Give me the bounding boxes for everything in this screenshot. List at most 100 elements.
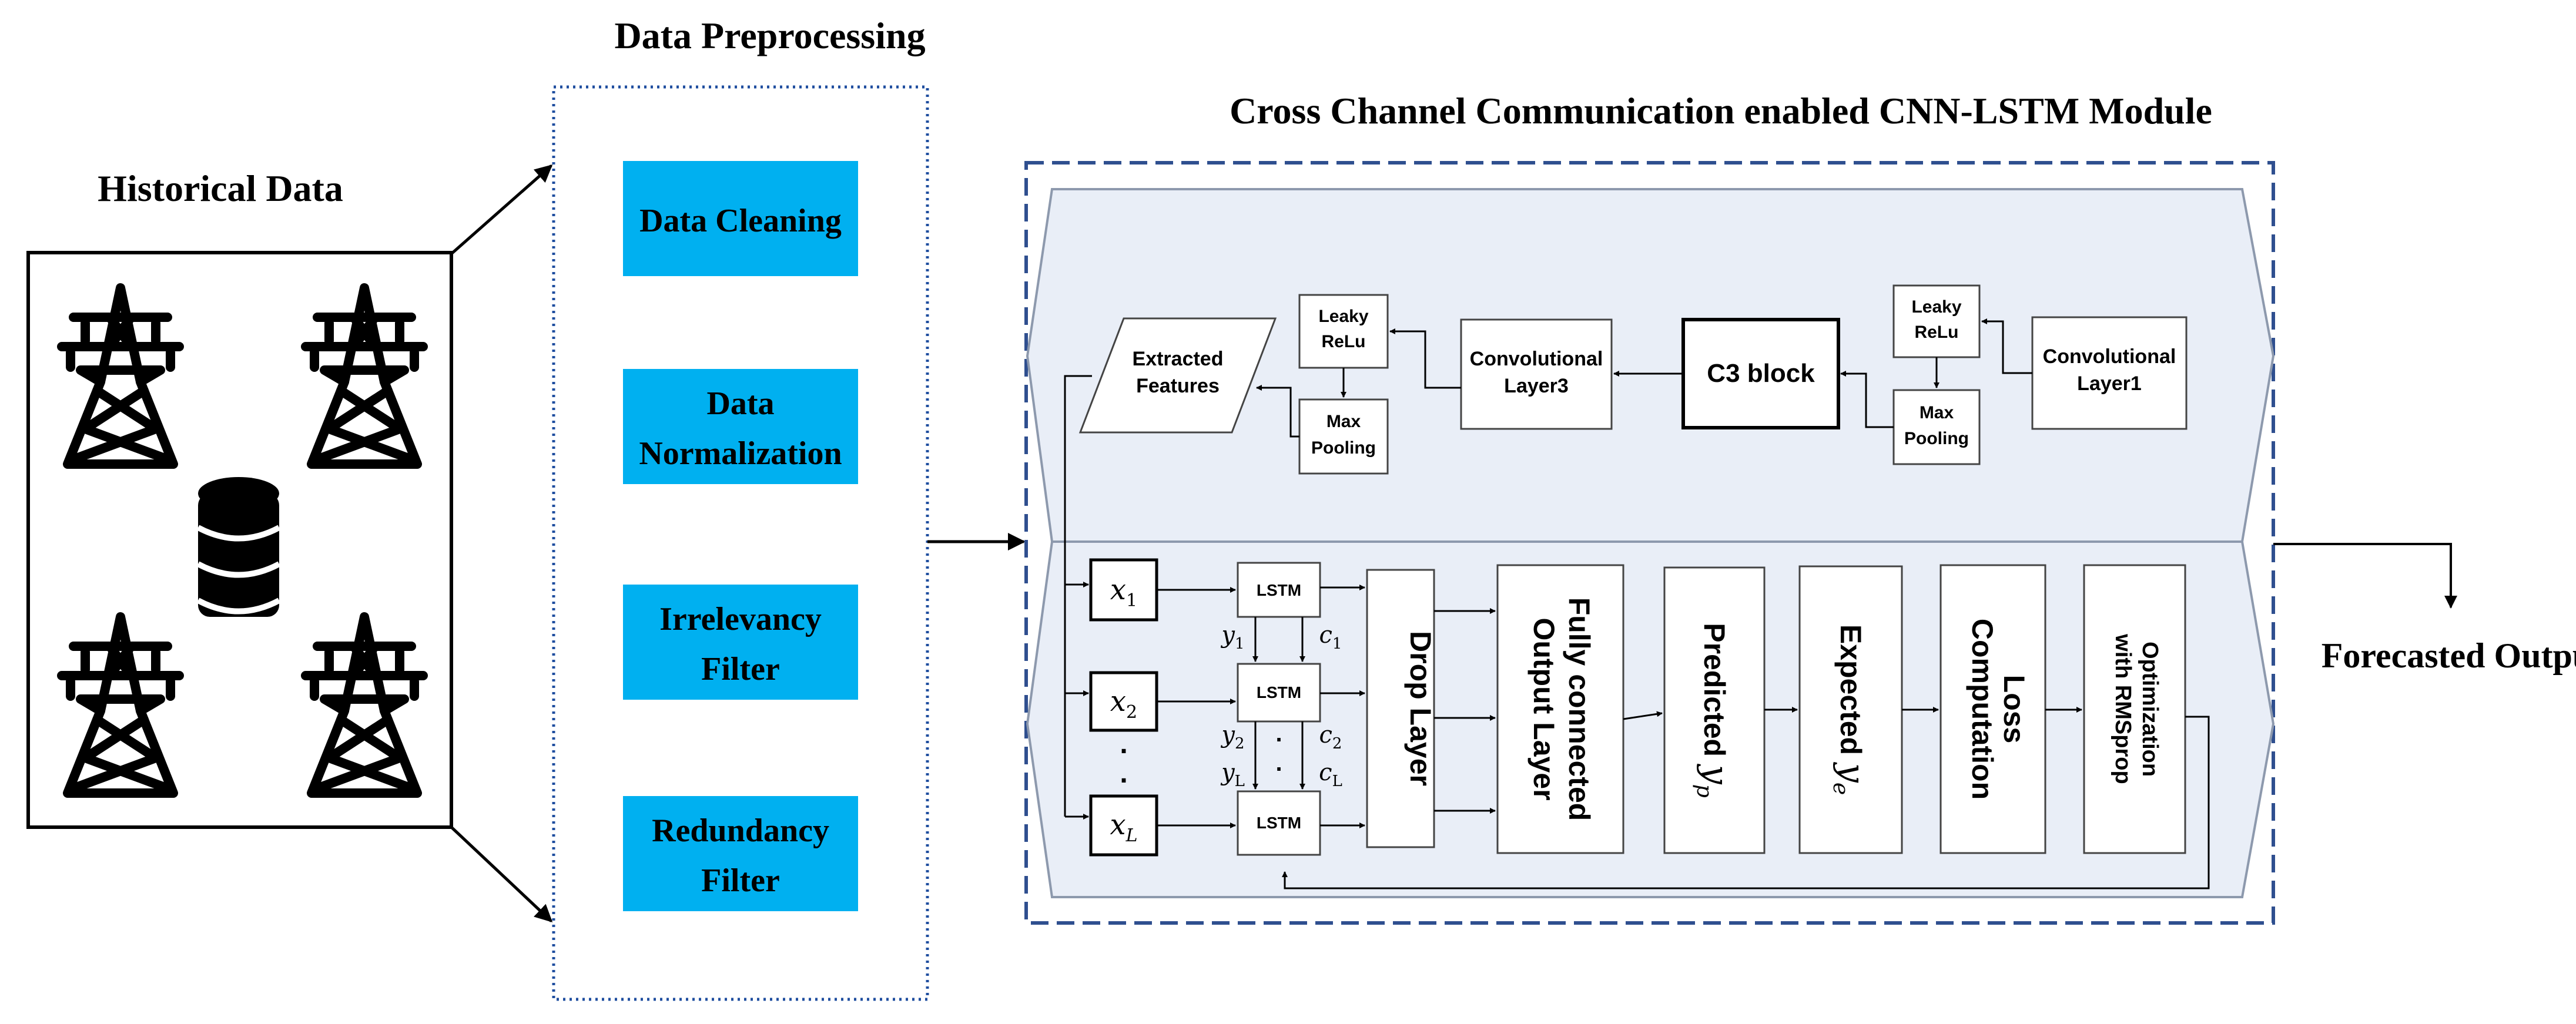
leaky-relu-1: Leaky ReLu	[1892, 284, 1981, 358]
math-subscript: p	[1692, 784, 1716, 798]
math-symbol: x	[1110, 685, 1126, 718]
conv-layer3: Convolutional Layer3	[1460, 318, 1613, 430]
math-symbol: y	[1220, 759, 1235, 786]
pipeline-connectors	[1282, 608, 2210, 889]
max-pooling-label: Pooling	[1311, 438, 1376, 458]
step-data-normalization: Data Normalization	[623, 369, 858, 484]
step-label: Filter	[701, 862, 780, 899]
leaky-relu-2: Leaky ReLu	[1298, 294, 1389, 369]
predicted-label: Predicted	[1698, 623, 1731, 765]
lstm-cell-2: LSTM	[1237, 663, 1321, 723]
input-x1: x1	[1089, 558, 1158, 622]
step-label: Redundancy	[652, 813, 829, 849]
math-subscript: 2	[1235, 735, 1245, 753]
svg-text:xL: xL	[1110, 808, 1138, 846]
max-pooling-2: Max Pooling	[1298, 398, 1389, 475]
math-subscript: L	[1235, 773, 1245, 790]
ellipsis: .	[1120, 728, 1127, 760]
input-xL: xL	[1089, 794, 1158, 857]
math-subscript: 1	[1235, 635, 1245, 653]
lstm-connectors	[1157, 585, 1365, 828]
step-label: Filter	[701, 651, 780, 687]
arrow-to-preprocessing-top	[450, 164, 553, 255]
math-symbol: c	[1319, 622, 1332, 649]
max-pooling-1: Max Pooling	[1892, 389, 1981, 465]
svg-text:x1: x1	[1110, 573, 1137, 611]
arrow-to-preprocessing-bottom	[450, 826, 553, 923]
math-symbol: y	[1220, 622, 1235, 649]
step-label: Normalization	[639, 435, 842, 472]
extracted-features-label: Extracted	[1133, 348, 1224, 370]
preprocessing-title: Data Preprocessing	[614, 15, 925, 56]
lstm-cell-1: LSTM	[1237, 562, 1321, 618]
svg-text:c2: c2	[1319, 721, 1342, 753]
math-symbol: y	[1220, 721, 1235, 748]
extracted-features: Extracted Features	[1078, 317, 1277, 434]
svg-text:Expected ye: Expected ye	[1828, 625, 1872, 795]
expected-output: Expected ye	[1798, 565, 1903, 854]
optim-label: with RMSprop	[2111, 633, 2135, 784]
step-redundancy-filter: Redundancy Filter	[623, 796, 858, 911]
svg-text:c1: c1	[1319, 622, 1342, 653]
ellipsis: .	[1120, 758, 1127, 789]
step-label: Data Cleaning	[639, 203, 842, 239]
svg-text:cL: cL	[1319, 759, 1342, 790]
fc-layer-label: Output Layer	[1527, 617, 1560, 800]
drop-layer: Drop Layer	[1366, 569, 1437, 848]
expected-label: Expected	[1834, 625, 1867, 763]
leaky-relu-label: Leaky	[1318, 307, 1368, 326]
math-symbol: c	[1319, 721, 1332, 748]
module-title: Cross Channel Communication enabled CNN-…	[1230, 90, 2212, 132]
c3-block-label: C3 block	[1707, 359, 1815, 388]
drop-layer-label: Drop Layer	[1404, 631, 1437, 786]
ellipsis: .	[1275, 721, 1282, 747]
leaky-relu-label: ReLu	[1322, 332, 1366, 351]
svg-text:x2: x2	[1110, 685, 1137, 723]
max-pooling-label: Max	[1326, 412, 1361, 431]
historical-title: Historical Data	[98, 167, 343, 209]
ellipsis: .	[1275, 750, 1282, 776]
math-symbol: y	[1833, 761, 1872, 783]
input-x2: x2	[1089, 671, 1158, 732]
math-subscript: e	[1828, 783, 1853, 795]
loss-label: Computation	[1966, 619, 1999, 800]
extracted-features-label: Features	[1136, 375, 1220, 397]
lstm-cell-label: LSTM	[1257, 683, 1301, 701]
lstm-cell-label: LSTM	[1257, 814, 1301, 832]
leaky-relu-label: Leaky	[1911, 297, 1961, 317]
math-subscript: 2	[1332, 735, 1342, 753]
svg-text:y2: y2	[1220, 721, 1244, 753]
arrow-to-output	[2273, 543, 2457, 609]
leaky-relu-label: ReLu	[1915, 323, 1959, 342]
fc-layer-label: Fully connected	[1563, 597, 1596, 821]
conv-layer1-label: Convolutional	[2043, 345, 2176, 368]
conv-layer1: Convolutional Layer1	[2031, 316, 2188, 430]
loss-label: Loss	[1998, 675, 2031, 744]
forecasted-output-label: Forecasted Output	[2322, 636, 2576, 675]
math-subscript: 1	[1332, 635, 1342, 653]
math-symbol: c	[1319, 759, 1332, 786]
math-symbol: x	[1110, 808, 1126, 841]
loss-computation: Loss Computation	[1939, 564, 2046, 854]
lstm-cell-L: LSTM	[1237, 790, 1321, 856]
predicted-output: Predicted yp	[1663, 566, 1766, 854]
max-pooling-label: Pooling	[1904, 429, 1969, 448]
cnn-connectors	[1064, 318, 2032, 820]
step-label: Irrelevancy	[659, 601, 822, 637]
step-data-cleaning: Data Cleaning	[623, 161, 858, 276]
math-symbol: x	[1110, 573, 1126, 606]
conv-layer3-label: Layer3	[1504, 375, 1569, 397]
math-subscript: L	[1332, 773, 1342, 790]
svg-text:y1: y1	[1220, 622, 1244, 653]
max-pooling-label: Max	[1920, 403, 1954, 422]
math-subscript: 2	[1126, 702, 1137, 723]
c3-block: C3 block	[1681, 318, 1840, 429]
fully-connected-output-layer: Fully connected Output Layer	[1496, 564, 1624, 854]
math-symbol: y	[1696, 763, 1736, 785]
conv-layer3-label: Convolutional	[1470, 348, 1603, 370]
optim-label: Optimization	[2138, 642, 2162, 777]
step-label: Data	[706, 385, 774, 422]
step-irrelevancy-filter: Irrelevancy Filter	[623, 585, 858, 700]
database-icon	[196, 477, 281, 617]
svg-text:Predicted yp: Predicted yp	[1692, 623, 1736, 798]
